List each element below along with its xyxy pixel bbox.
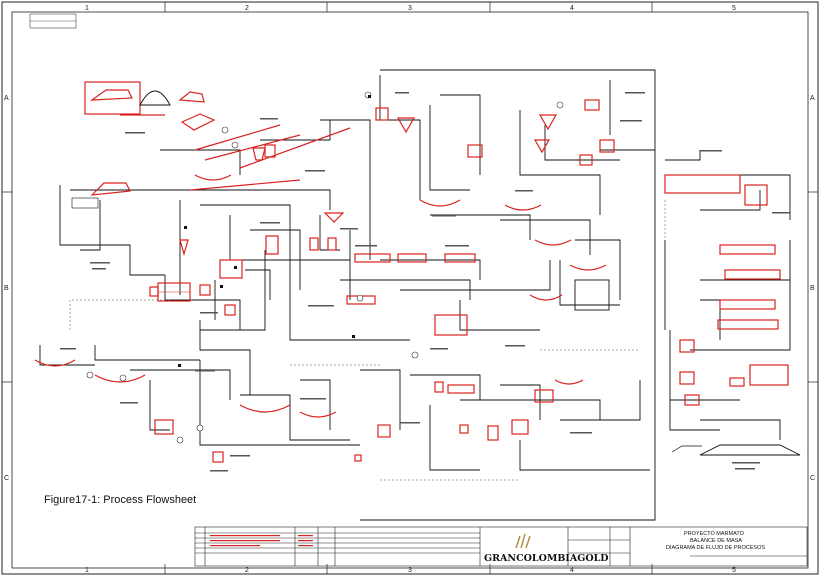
row-label-a-right: A — [810, 95, 815, 102]
col-label-3-top: 3 — [408, 5, 412, 12]
cyclone-feed-box — [199, 284, 211, 296]
tank-e — [579, 154, 593, 166]
logo-chevrons — [515, 533, 531, 549]
ball-mill-motor — [149, 286, 159, 297]
refinery-block — [664, 174, 741, 194]
refinery-tank-2 — [679, 371, 695, 385]
conc-filter — [434, 381, 444, 393]
row-label-c-right: C — [810, 475, 815, 482]
electrowinning-2 — [724, 269, 781, 280]
col-label-1-bottom: 1 — [85, 567, 89, 574]
elution-column — [574, 279, 610, 311]
sag-mill — [219, 259, 243, 279]
filter-press — [434, 314, 468, 336]
electrowinning-1 — [719, 244, 776, 255]
row-label-b-right: B — [810, 285, 815, 292]
furnace — [534, 389, 554, 403]
instrument-bubbles — [86, 91, 564, 444]
figure-caption: Figure17-1: Process Flowsheet — [44, 494, 197, 506]
concentrate-tank — [377, 424, 391, 438]
electrowinning-4 — [717, 319, 779, 330]
refinery-tank-1 — [679, 339, 695, 353]
crusher-truck-1 — [89, 89, 133, 101]
hydrocyclone — [179, 239, 189, 257]
inner-frame — [11, 11, 809, 569]
conveyor-5 — [189, 179, 301, 191]
thickener-feed — [323, 212, 345, 223]
tailings-dam — [699, 444, 801, 456]
pump-box-3 — [354, 454, 362, 462]
conveyor-2 — [194, 124, 281, 151]
col-label-2-top: 2 — [245, 5, 249, 12]
tank-c — [584, 99, 600, 111]
regrind-mill — [154, 419, 174, 435]
bullion-box — [511, 419, 529, 435]
stockpile-hopper — [71, 197, 99, 209]
drawing-title-1: BALANCE DE MASA — [690, 538, 742, 544]
regrind-pump — [212, 451, 224, 463]
conveyor-4 — [239, 127, 351, 169]
leach-tanks-2 — [397, 253, 427, 263]
col-label-5-bottom: 5 — [732, 567, 736, 574]
refinery-tank-3 — [684, 394, 700, 406]
revision-table-text — [210, 535, 313, 547]
drawing-title-2: DIAGRAMA DE FLUJO DE PROCESOS — [666, 545, 765, 551]
row-label-b-left: B — [4, 285, 9, 292]
tailings-dam-2 — [671, 445, 702, 453]
tiny-labels — [60, 92, 790, 472]
line-junctions — [178, 95, 371, 367]
stockpile-area-box — [84, 81, 141, 115]
leach-tanks-3 — [444, 253, 476, 263]
leach-tanks-1 — [354, 253, 391, 263]
cone-tank-c — [533, 139, 551, 154]
apron-feeder-1 — [180, 113, 216, 131]
cone-tank-b — [538, 114, 558, 131]
lab-tank — [487, 425, 499, 441]
pump-box-1 — [224, 304, 236, 316]
tank-d — [599, 139, 615, 153]
col-label-1-top: 1 — [85, 5, 89, 12]
project-name: PROYECTO MARMATO — [684, 531, 745, 537]
company-logo: GRANCOLOMBIAGOLD — [484, 553, 609, 564]
smelter-unit — [744, 184, 768, 206]
tank-b — [467, 144, 483, 158]
col-label-4-top: 4 — [570, 5, 574, 12]
col-label-4-bottom: 4 — [570, 567, 574, 574]
gold-room — [749, 364, 789, 386]
process-piping — [39, 69, 791, 521]
signal-lines — [69, 200, 666, 481]
reagent-tank-1 — [309, 237, 319, 251]
cone-crusher — [252, 147, 266, 161]
dryer-1 — [447, 384, 475, 394]
gravity-concentrator — [265, 235, 279, 255]
col-label-3-bottom: 3 — [408, 567, 412, 574]
reagent-tank-2 — [327, 237, 337, 251]
col-label-5-top: 5 — [732, 5, 736, 12]
row-label-c-left: C — [4, 475, 9, 482]
title-block — [194, 526, 808, 567]
refinery-tank-4 — [729, 377, 745, 387]
tank-a — [375, 107, 389, 121]
row-label-a-left: A — [4, 95, 9, 102]
screen-1 — [264, 144, 276, 158]
electrowinning-3 — [719, 299, 776, 310]
cone-tank-a — [396, 117, 416, 134]
loader-truck-1 — [178, 91, 205, 103]
col-label-2-bottom: 2 — [245, 567, 249, 574]
ore-stockpile — [139, 90, 171, 106]
flotation-banks — [34, 174, 607, 418]
secondary-stockpile — [90, 182, 131, 196]
pump-box-2 — [459, 424, 469, 434]
